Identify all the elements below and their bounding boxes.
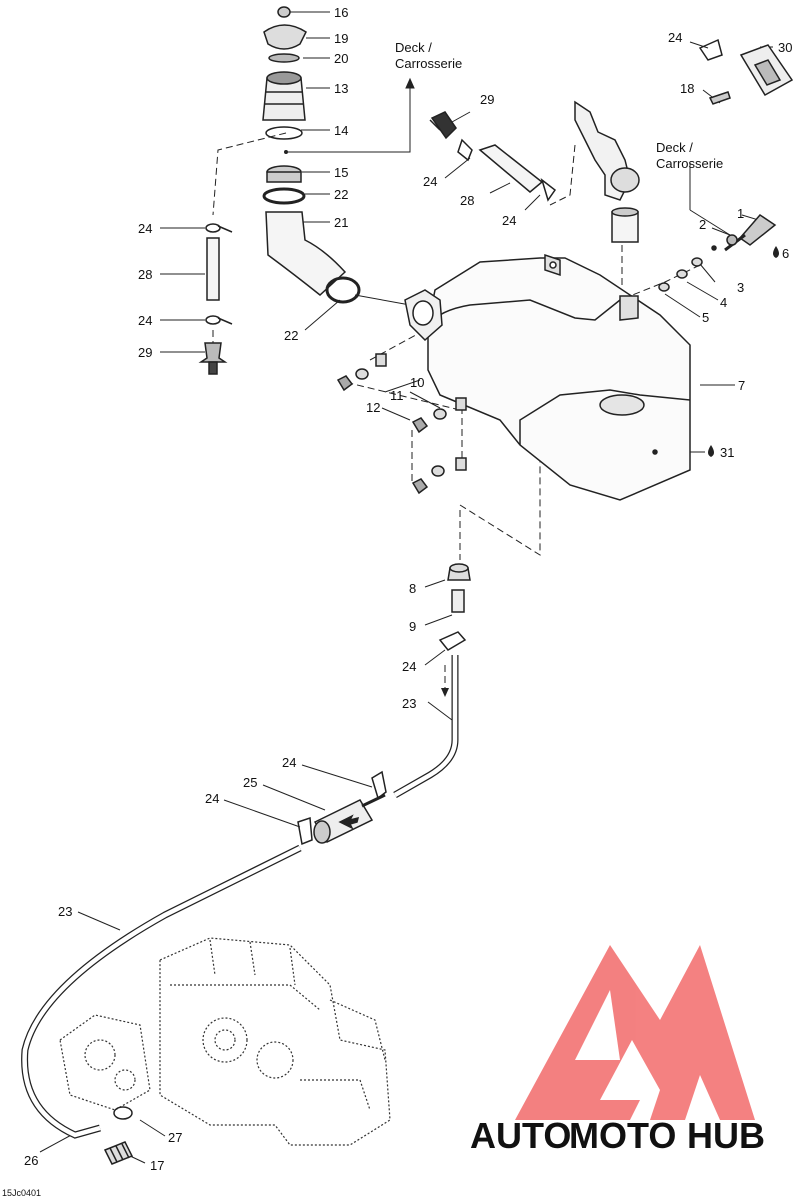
- callout-24f: 24: [402, 659, 416, 674]
- nut-12b: [411, 417, 429, 434]
- push-rivet-18: [708, 91, 731, 105]
- nut-12a: [336, 375, 354, 392]
- nut-12c: [411, 478, 429, 495]
- callout-24h: 24: [205, 791, 219, 806]
- callout-21: 21: [334, 215, 348, 230]
- watermark-auto: AUTO: [470, 1115, 571, 1156]
- svg-text:Carrosserie: Carrosserie: [656, 156, 723, 171]
- filler-cap-assembly: [262, 6, 361, 304]
- oil-drop-icon-2: [708, 445, 714, 457]
- callout-29b: 29: [480, 92, 494, 107]
- retainer-plate-30: [739, 44, 794, 97]
- callout-22b: 22: [284, 328, 298, 343]
- fuel-gauge-sender: [574, 100, 640, 243]
- cap-19: [263, 24, 307, 50]
- grommet-10b: [455, 397, 467, 411]
- callout-27: 27: [168, 1130, 182, 1145]
- callout-16: 16: [334, 5, 348, 20]
- svg-text:Deck /: Deck /: [656, 140, 693, 155]
- callout-24e: 24: [668, 30, 682, 45]
- check-valve-29b: [430, 111, 457, 140]
- callout-15: 15: [334, 165, 348, 180]
- oil-drop-icon: [773, 246, 779, 258]
- callout-5: 5: [702, 310, 709, 325]
- callout-4: 4: [720, 295, 727, 310]
- clip-24-top: [698, 38, 723, 61]
- mounting-fasteners: [658, 214, 777, 292]
- clamp-22-top: [262, 187, 306, 205]
- callout-10: 10: [410, 375, 424, 390]
- vent-hose-28: [206, 237, 220, 301]
- callout-2: 2: [699, 217, 706, 232]
- callout-17: 17: [150, 1158, 164, 1173]
- washer-5: [658, 282, 670, 292]
- fitting-9: [451, 589, 465, 613]
- callout-28a: 28: [138, 267, 152, 282]
- filler-hose-21: [265, 211, 347, 296]
- check-valve-29: [198, 342, 228, 363]
- callout-22a: 22: [334, 187, 348, 202]
- callout-19: 19: [334, 31, 348, 46]
- watermark-hub: HUB: [687, 1115, 765, 1156]
- callout-24a: 24: [138, 221, 152, 236]
- callout-30: 30: [778, 40, 792, 55]
- washer-11c: [431, 465, 445, 477]
- callout-20: 20: [334, 51, 348, 66]
- grommet-10c: [455, 457, 467, 471]
- callout-13: 13: [334, 81, 348, 96]
- engine-block: [59, 937, 391, 1146]
- washer-2: [726, 234, 738, 246]
- clamp-27: [113, 1106, 133, 1120]
- inline-filter-25: [297, 770, 387, 846]
- callout-23a: 23: [402, 696, 416, 711]
- o-ring-14: [265, 126, 303, 140]
- callout-9: 9: [409, 619, 416, 634]
- automotohub-logo-icon: [515, 945, 755, 1120]
- callout-31: 31: [720, 445, 734, 460]
- callout-11: 11: [390, 388, 404, 403]
- callout-25: 25: [243, 775, 257, 790]
- svg-text:Deck /: Deck /: [395, 40, 432, 55]
- grommets-and-nuts: [336, 353, 467, 495]
- callout-14: 14: [334, 123, 348, 138]
- gasket-20: [268, 53, 300, 63]
- callout-28b: 28: [460, 193, 474, 208]
- washer-4: [676, 269, 688, 279]
- figure-code: 15Jc0401: [2, 1188, 41, 1198]
- callout-24b: 24: [138, 313, 152, 328]
- screw-1: [738, 214, 777, 246]
- washer-11b: [433, 408, 447, 420]
- callout-29a: 29: [138, 345, 152, 360]
- deck-note-1: Deck / Carrosserie: [395, 40, 462, 71]
- callout-24c: 24: [423, 174, 437, 189]
- vent-line-right: [429, 111, 557, 202]
- watermark-text: AUTO MOTO HUB: [470, 1115, 765, 1156]
- svg-text:Carrosserie: Carrosserie: [395, 56, 462, 71]
- callout-6: 6: [782, 246, 789, 261]
- vent-line-left: [198, 223, 233, 375]
- callout-labels: 16 19 20 13 14 15 22 21 22 24 28 24 29 2…: [24, 5, 792, 1173]
- callout-7: 7: [738, 378, 745, 393]
- callout-12: 12: [366, 400, 380, 415]
- watermark-moto: MOTO: [569, 1115, 676, 1156]
- outlet-fitting: [438, 563, 471, 651]
- oil-supply-line-23: [21, 655, 459, 1139]
- callout-26: 26: [24, 1153, 38, 1168]
- callout-8: 8: [409, 581, 416, 596]
- oil-tank-7: [404, 253, 691, 501]
- callout-3: 3: [737, 280, 744, 295]
- callout-24g: 24: [282, 755, 296, 770]
- callout-1: 1: [737, 206, 744, 221]
- grommet-10a: [375, 353, 387, 367]
- deck-note-2: Deck / Carrosserie: [656, 140, 723, 171]
- callout-18: 18: [680, 81, 694, 96]
- callout-24d: 24: [502, 213, 516, 228]
- clamp-22-bottom: [325, 276, 361, 304]
- spring-17: [103, 1141, 134, 1165]
- washer-11a: [355, 368, 369, 380]
- cap-knob-16: [277, 6, 291, 18]
- washer-3: [691, 257, 703, 267]
- callout-23b: 23: [58, 904, 72, 919]
